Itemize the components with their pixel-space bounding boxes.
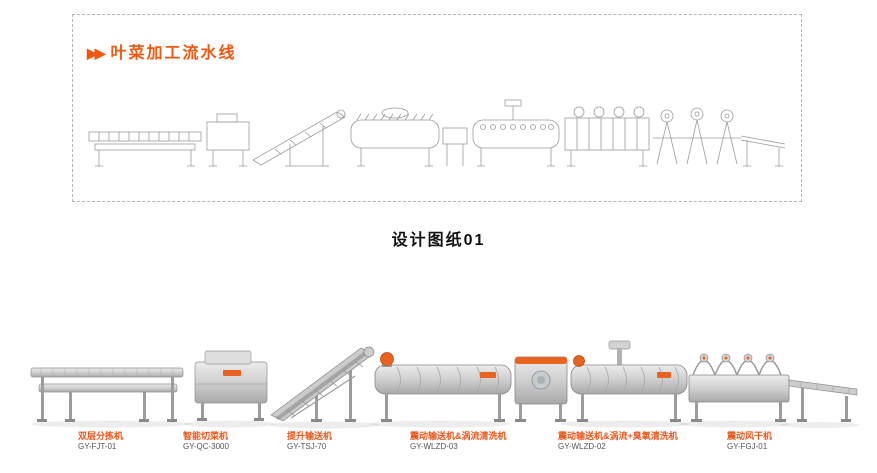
machine-name: 智能切菜机 (183, 431, 229, 441)
machine-label: 智能切菜机 GY-QC-3000 (183, 431, 229, 452)
drawing-washer-1 (350, 107, 440, 167)
cutter-machine (194, 350, 268, 421)
outfeed-conveyor (788, 379, 858, 422)
line-drawing (88, 99, 785, 167)
drawing-caption: 设计图纸01 (391, 232, 486, 249)
machine-label: 震动风干机 GY-FGJ-01 (727, 431, 772, 452)
machine-model: GY-FGJ-01 (727, 442, 768, 452)
ozone-washer (570, 340, 688, 422)
machine-model: GY-WLZD-02 (558, 442, 606, 452)
machine-label: 震动输送机&涡流+臭氧清洗机 GY-WLZD-02 (558, 431, 678, 452)
title-arrows-icon: ▶▶ (87, 45, 105, 61)
drawing-exit-conveyor (740, 135, 785, 167)
section-title-text: 叶菜加工流水线 (110, 45, 237, 62)
floor-shadows (30, 420, 860, 429)
drawing-connector (442, 127, 468, 166)
design-drawing-panel: ▶▶ 叶菜加工流水线 (72, 14, 802, 202)
washer-control-unit (514, 356, 568, 422)
drawing-cutter (206, 113, 250, 167)
vortex-washer (374, 352, 512, 422)
machine-label: 提升输送机 GY-TSJ-70 (287, 431, 332, 452)
machine-model: GY-QC-3000 (183, 442, 229, 452)
drawing-dryer (564, 106, 650, 167)
machine-name: 双层分拣机 (78, 431, 124, 441)
machine-model: GY-FJT-01 (78, 442, 117, 452)
drawing-fan-units (653, 107, 741, 165)
machine-name: 震动风干机 (727, 431, 773, 441)
incline-conveyor (270, 346, 375, 422)
drawing-incline-conveyor (252, 109, 346, 167)
machine-label: 双层分拣机 GY-FJT-01 (78, 431, 123, 452)
sorter-machine (30, 367, 184, 422)
machine-model: GY-TSJ-70 (287, 442, 327, 452)
machine-name: 震动输送机&涡流清洗机 (410, 431, 507, 441)
product-line-photo (30, 340, 860, 429)
machine-label: 震动输送机&涡流清洗机 GY-WLZD-03 (410, 431, 507, 452)
machine-model: GY-WLZD-03 (410, 442, 458, 452)
machine-name: 震动输送机&涡流+臭氧清洗机 (558, 431, 678, 441)
air-dryer (688, 353, 790, 422)
drawing-sorter (88, 131, 202, 167)
machine-name: 提升输送机 (287, 431, 333, 441)
section-title: ▶▶ 叶菜加工流水线 (87, 39, 237, 63)
drawing-washer-2 (472, 99, 560, 167)
